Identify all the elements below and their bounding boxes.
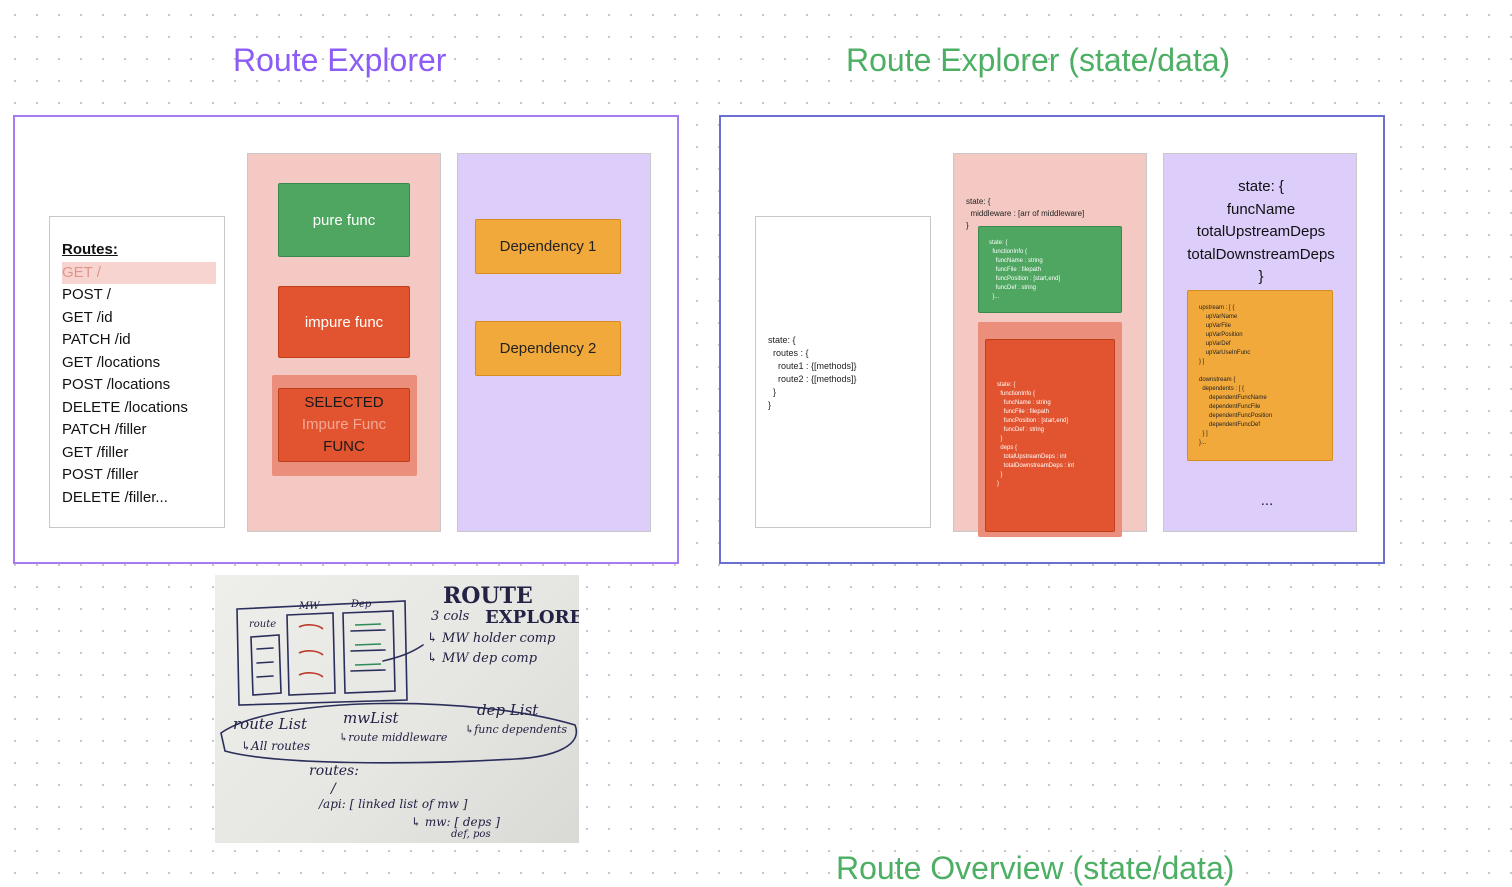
route-explorer-state-frame[interactable]: state: { routes : { route1 : {[methods]}… bbox=[719, 115, 1385, 564]
routes-state-panel: state: { routes : { route1 : {[methods]}… bbox=[755, 216, 931, 528]
middleware-state-text: state: { middleware : [arr of middleware… bbox=[966, 197, 1085, 230]
route-item[interactable]: GET /id bbox=[62, 308, 113, 326]
selected-func-state-card[interactable]: state: { functionInfo { funcName : strin… bbox=[985, 339, 1115, 532]
wb-list-mw: mwList bbox=[343, 709, 399, 727]
selected-label: SELECTED bbox=[304, 394, 384, 411]
routes-heading: Routes: bbox=[62, 241, 118, 258]
middleware-column: pure func impure func SELECTED Impure Fu… bbox=[247, 153, 441, 532]
route-item[interactable]: GET /filler bbox=[62, 443, 129, 461]
route-item[interactable]: POST / bbox=[62, 286, 111, 303]
dependency-state-header: state: { funcName totalUpstreamDeps tota… bbox=[1187, 178, 1335, 285]
wb-mw-note: ↳ mw: [ deps ] bbox=[411, 815, 500, 829]
wb-list-dep: dep List bbox=[477, 701, 539, 719]
wb-list-mw-sub: ↳route middleware bbox=[339, 731, 448, 744]
wb-heading-explorer: EXPLORER bbox=[485, 607, 579, 628]
dependency-column: Dependency 1 Dependency 2 bbox=[457, 153, 651, 532]
route-explorer-state-title: Route Explorer (state/data) bbox=[846, 42, 1231, 78]
selected-func-state-text: state: { functionInfo { funcName : strin… bbox=[997, 382, 1075, 487]
wb-list-dep-sub: ↳func dependents bbox=[465, 723, 568, 736]
dependency-state-column: state: { funcName totalUpstreamDeps tota… bbox=[1163, 153, 1357, 532]
dependency-state-text: upstream : [ { upVarName upVarFile upVar… bbox=[1199, 305, 1273, 446]
route-explorer-frame[interactable]: Routes: GET / POST / GET /id PATCH /id G… bbox=[13, 115, 679, 564]
wb-col-route: route bbox=[249, 619, 277, 630]
route-item[interactable]: DELETE /locations bbox=[62, 398, 188, 416]
selected-func-label: FUNC bbox=[323, 438, 365, 455]
whiteboard-sketch-icon bbox=[220, 600, 578, 764]
route-item[interactable]: DELETE /filler... bbox=[62, 488, 168, 506]
route-overview-state-title: Route Overview (state/data) bbox=[836, 850, 1235, 886]
route-explorer-title: Route Explorer bbox=[233, 42, 447, 78]
wb-heading-route: ROUTE bbox=[443, 583, 533, 609]
wb-def-pos: def, pos bbox=[451, 829, 491, 840]
route-item[interactable]: GET /locations bbox=[62, 353, 161, 371]
pure-func-state-text: state: { functionInfo { funcName : strin… bbox=[989, 240, 1061, 300]
dependency-1-card[interactable]: Dependency 1 bbox=[475, 219, 621, 274]
selected-impure-func-card[interactable]: SELECTED Impure Func FUNC bbox=[278, 388, 410, 462]
wb-routes-note: routes: bbox=[309, 763, 359, 779]
routes-state-text: state: { routes : { route1 : {[methods]}… bbox=[768, 335, 857, 410]
impure-func-card[interactable]: impure func bbox=[278, 286, 410, 358]
wb-col-dep: Dep bbox=[351, 599, 372, 610]
dependency-state-card[interactable]: upstream : [ { upVarName upVarFile upVar… bbox=[1187, 290, 1333, 461]
route-item-selected[interactable]: GET / bbox=[62, 261, 216, 284]
middleware-state-column: state: { middleware : [arr of middleware… bbox=[953, 153, 1147, 537]
wb-api-note: /api: [ linked list of mw ] bbox=[319, 797, 468, 811]
routes-panel: Routes: GET / POST / GET /id PATCH /id G… bbox=[49, 216, 225, 528]
wb-col-mw: MW bbox=[299, 601, 320, 612]
dependency-2-card[interactable]: Dependency 2 bbox=[475, 321, 621, 376]
pure-func-card[interactable]: pure func bbox=[278, 183, 410, 257]
wb-list-route-sub: ↳All routes bbox=[241, 739, 310, 753]
wb-note-cols: 3 cols bbox=[431, 609, 470, 624]
wb-slash: / bbox=[331, 781, 336, 797]
route-item[interactable]: POST /locations bbox=[62, 376, 171, 393]
pure-func-state-card[interactable]: state: { functionInfo { funcName : strin… bbox=[978, 226, 1122, 313]
wb-list-route: route List bbox=[233, 715, 308, 733]
wb-note-mw-holder: ↳ MW holder comp bbox=[427, 631, 556, 646]
route-item[interactable]: PATCH /id bbox=[62, 331, 131, 348]
selected-func-name: Impure Func bbox=[301, 416, 387, 433]
dependency-state-ellipsis: ... bbox=[1260, 492, 1274, 509]
route-item[interactable]: PATCH /filler bbox=[62, 421, 147, 438]
wb-note-mw-dep: ↳ MW dep comp bbox=[427, 651, 538, 666]
route-item[interactable]: POST /filler bbox=[62, 466, 139, 483]
whiteboard-photo: ROUTE EXPLORER 3 cols ↳ MW holder comp ↳… bbox=[215, 575, 579, 843]
